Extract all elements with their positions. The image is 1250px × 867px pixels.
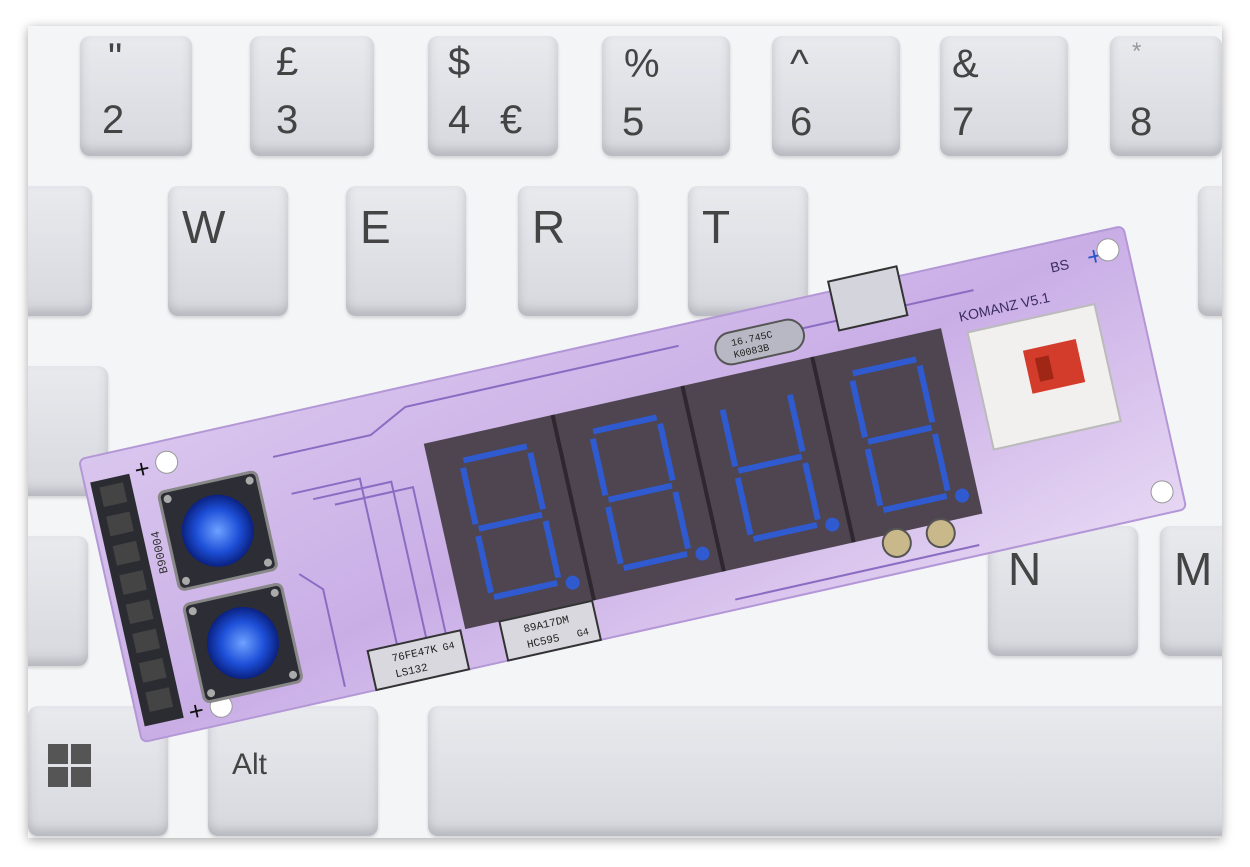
key-6: ^ 6 xyxy=(772,36,900,156)
capacitor-2 xyxy=(925,518,956,549)
windows-logo-icon xyxy=(48,744,91,787)
key-partial-right xyxy=(1198,186,1222,316)
key-5-top: % xyxy=(624,42,660,86)
key-e: E xyxy=(346,186,466,316)
pcb-traces xyxy=(272,289,980,688)
key-3-top: £ xyxy=(276,40,299,84)
svg-text:G4: G4 xyxy=(576,627,590,640)
key-t: T xyxy=(688,186,808,316)
key-8: * 8 xyxy=(1110,36,1222,156)
key-3-main: 3 xyxy=(276,98,299,142)
key-alt-label: Alt xyxy=(232,748,268,781)
plus-marker-top: + xyxy=(131,453,152,486)
key-n-label: N xyxy=(1008,543,1042,595)
key-e-label: E xyxy=(360,201,391,253)
key-m: M xyxy=(1160,526,1222,656)
qfp-chip xyxy=(826,265,909,332)
key-2-top: " xyxy=(108,36,123,80)
key-4: $ 4 € xyxy=(428,36,558,156)
crystal-oscillator: 16.745C K0083B xyxy=(714,318,805,366)
key-r-label: R xyxy=(532,201,566,253)
display-digit-3 xyxy=(719,394,840,543)
display-digit-1 xyxy=(460,443,580,601)
mount-hole-top-right xyxy=(1096,238,1120,262)
svg-text:G4: G4 xyxy=(442,641,456,654)
seven-segment-display xyxy=(423,328,983,630)
display-digit-4 xyxy=(849,356,970,514)
key-7-main: 7 xyxy=(952,100,975,144)
key-4-euro: € xyxy=(500,98,523,142)
chip-ls132: 76FE47K G4 LS132 xyxy=(366,629,471,692)
key-q-partial xyxy=(28,186,92,316)
key-2: " 2 xyxy=(80,36,192,156)
key-5: % 5 xyxy=(602,36,730,156)
key-2-main: 2 xyxy=(102,98,125,142)
mount-hole-top-left xyxy=(155,450,179,474)
push-button-bottom[interactable] xyxy=(182,582,303,704)
capacitor-1 xyxy=(881,527,912,558)
key-7: & 7 xyxy=(940,36,1068,156)
key-7-top: & xyxy=(952,42,979,86)
key-5-main: 5 xyxy=(622,100,645,144)
key-8-top: * xyxy=(1132,38,1142,65)
key-4-top: $ xyxy=(448,40,471,84)
key-space xyxy=(428,706,1222,836)
key-left-bottom xyxy=(28,536,88,666)
key-6-top: ^ xyxy=(790,42,809,86)
key-t-label: T xyxy=(702,201,731,253)
pin-header xyxy=(90,473,184,727)
key-r: R xyxy=(518,186,638,316)
key-6-main: 6 xyxy=(790,100,813,144)
push-button-top[interactable] xyxy=(157,470,278,591)
key-3: £ 3 xyxy=(250,36,374,156)
chip-hc595: 89A17DM G4 HC595 xyxy=(498,599,603,662)
board-bs-label: BS xyxy=(1049,256,1071,276)
key-w: W xyxy=(168,186,288,316)
key-alt: Alt xyxy=(208,706,378,836)
mount-hole-bottom-right xyxy=(1150,480,1174,504)
plus-marker-bottom: + xyxy=(185,695,206,728)
key-8-main: 8 xyxy=(1130,100,1153,144)
connector-socket xyxy=(966,302,1122,451)
key-w-label: W xyxy=(182,201,226,253)
display-digit-2 xyxy=(589,414,710,572)
key-m-label: M xyxy=(1174,543,1213,595)
key-4-main: 4 xyxy=(448,98,471,142)
